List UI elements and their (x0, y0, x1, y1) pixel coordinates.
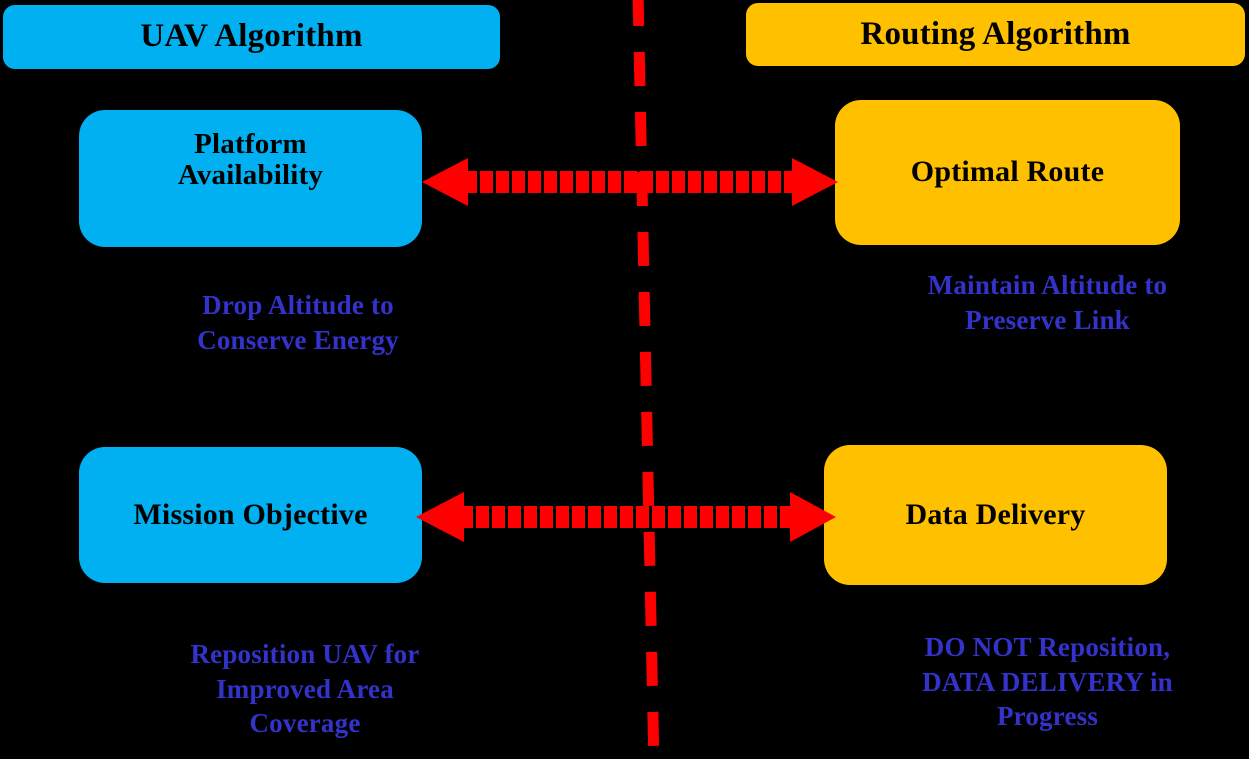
annotation-maintain-altitude-preserve-link: Maintain Altitude to Preserve Link (927, 270, 1168, 335)
node-optimal-route: Optimal Route (835, 100, 1180, 245)
uav-algorithm-header: UAV Algorithm (3, 5, 500, 69)
annotation-reposition-uav-coverage: Reposition UAV for Improved Area Coverag… (190, 639, 420, 739)
node-platform-availability: Platform Availability (79, 110, 422, 247)
annotation-drop-altitude-conserve-energy: Drop Altitude to Conserve Energy (197, 290, 399, 355)
vertical-dashed-divider-icon (632, 0, 660, 759)
double-arrow-mission-objective-data-delivery-icon (416, 492, 836, 542)
node-data-delivery-label: Data Delivery (905, 497, 1086, 531)
node-mission-objective: Mission Objective (79, 447, 422, 583)
annotation-do-not-reposition-data-delivery: DO NOT Reposition, DATA DELIVERY in Prog… (922, 632, 1173, 732)
node-optimal-route-label: Optimal Route (910, 155, 1105, 189)
node-data-delivery: Data Delivery (824, 445, 1167, 585)
node-mission-objective-label: Mission Objective (133, 497, 368, 531)
routing-algorithm-header: Routing Algorithm (746, 3, 1245, 66)
double-arrow-platform-availability-optimal-route-icon (422, 158, 838, 206)
node-platform-availability-label: Platform Availability (177, 128, 324, 192)
